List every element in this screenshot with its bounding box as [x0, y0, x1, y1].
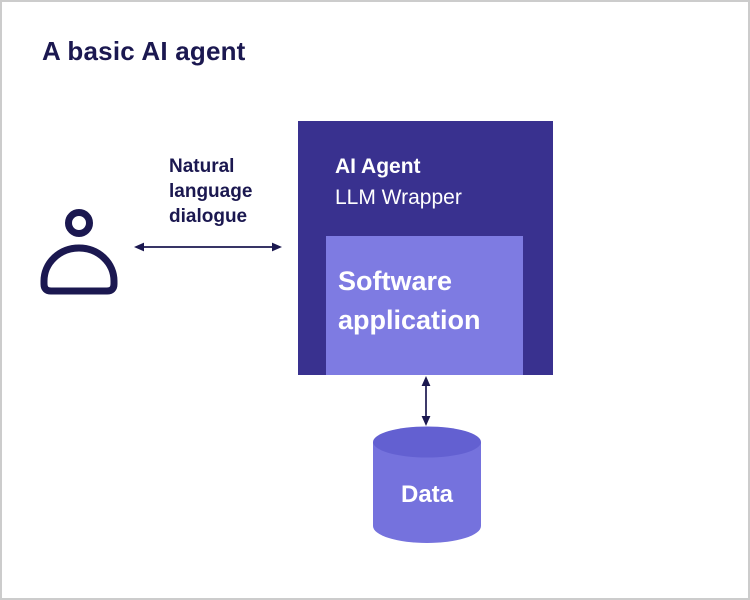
- agent-box-title: AI Agent: [335, 155, 421, 178]
- agent-box: AI Agent LLM Wrapper Software applicatio…: [298, 121, 553, 375]
- data-cylinder-label: Data: [400, 481, 454, 508]
- agent-box-subtitle: LLM Wrapper: [335, 186, 462, 209]
- dialogue-label: Natural language dialogue: [169, 156, 253, 227]
- person-icon: [40, 209, 118, 295]
- dialogue-arrow-icon: [134, 242, 282, 252]
- data-arrow-icon: [421, 376, 431, 426]
- page-title: A basic AI agent: [42, 36, 246, 66]
- software-application-box: Software application: [326, 236, 523, 375]
- data-cylinder: [373, 426, 481, 543]
- software-application-label: Software application: [338, 266, 481, 335]
- agent-box-text: AI Agent LLM Wrapper: [335, 151, 462, 213]
